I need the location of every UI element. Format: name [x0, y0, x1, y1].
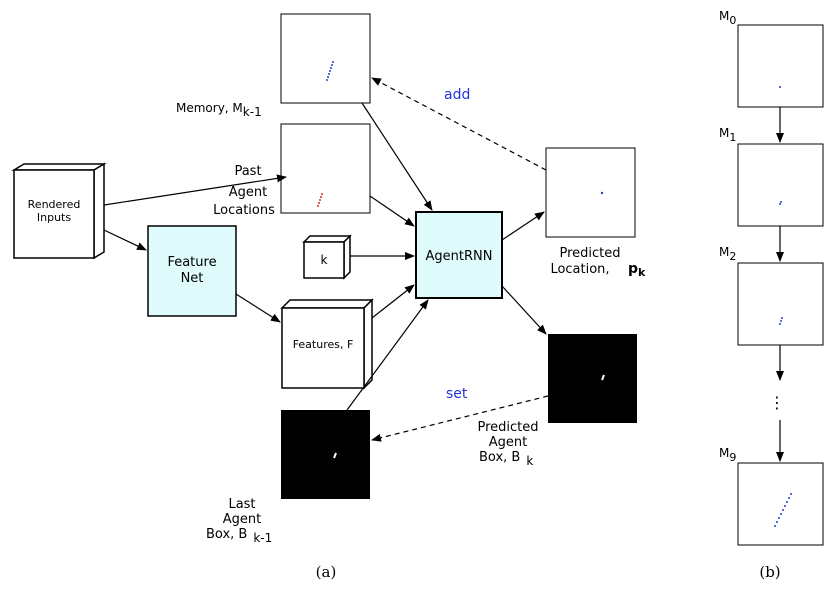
memory-m1: M1 — [719, 126, 824, 227]
arrow-lastbox-to-rnn — [346, 299, 429, 411]
m9-trail — [774, 493, 792, 527]
rendered-inputs-cube: Rendered Inputs — [11, 162, 107, 260]
m0-label: M0 — [719, 9, 736, 27]
feature-net-label-2: Net — [181, 271, 204, 286]
memory-m9: M9 — [719, 446, 824, 546]
predicted-location-symbol: pk — [628, 261, 646, 279]
m2-label: M2 — [719, 245, 736, 263]
arrow-features-to-rnn — [371, 284, 415, 319]
memory-m0: M0 — [719, 9, 824, 108]
set-label: set — [446, 386, 468, 402]
memory-label: Memory, Mk-1 — [176, 101, 262, 119]
past-locations-label-2: Agent — [229, 185, 267, 200]
features-label: Features, F — [293, 338, 354, 351]
panel-b-caption: (b) — [759, 563, 780, 581]
past-locations-trail — [317, 193, 323, 207]
past-locations-label-1: Past — [234, 164, 261, 179]
predicted-box-mark — [601, 374, 605, 381]
memory-panel: Memory, Mk-1 — [176, 13, 371, 119]
last-box-label-2: Agent — [223, 512, 261, 527]
memory-trail — [326, 61, 334, 81]
agent-rnn-box: AgentRNN — [415, 211, 503, 299]
agent-rnn-label: AgentRNN — [426, 249, 493, 264]
ellipsis: ⋮ — [769, 393, 785, 412]
features-cube: Features, F — [280, 298, 374, 390]
last-box-mark — [333, 452, 337, 459]
m1-label: M1 — [719, 126, 736, 144]
panel-a-caption: (a) — [316, 563, 337, 581]
past-locations-panel: Past Agent Locations — [213, 123, 371, 218]
arrow-inputs-to-featurenet — [103, 229, 147, 251]
past-locations-label-3: Locations — [213, 203, 275, 218]
predicted-box-label-2: Agent — [489, 435, 527, 450]
arrow-inputs-to-past — [103, 174, 287, 206]
feature-net-box: Feature Net — [147, 225, 237, 317]
arrow-featurenet-to-features — [235, 293, 281, 323]
arrow-memory-to-rnn — [361, 102, 433, 211]
last-box-label-1: Last — [228, 497, 255, 512]
predicted-location-dot — [600, 191, 604, 195]
panel-a-arrows — [103, 77, 549, 442]
memory-m2: M2 — [719, 245, 824, 346]
predicted-location-label-2: Location, — [550, 262, 609, 277]
k-cube-label: k — [321, 253, 328, 267]
arrow-add-dashed — [371, 77, 547, 171]
rendered-inputs-label-2: Inputs — [37, 211, 71, 224]
predicted-box-label-1: Predicted — [477, 420, 538, 435]
predicted-location-label-1: Predicted — [559, 246, 620, 261]
rendered-inputs-label-1: Rendered — [28, 198, 81, 211]
m9-label: M9 — [719, 446, 736, 464]
arrow-past-to-rnn — [369, 195, 415, 227]
feature-net-label-1: Feature — [167, 255, 216, 270]
arrow-set-dashed — [371, 395, 549, 442]
predicted-location-panel: Predicted Location, pk — [545, 147, 646, 279]
add-label: add — [444, 87, 470, 103]
arrow-rnn-to-location — [501, 211, 545, 241]
arrow-rnn-to-box — [501, 285, 547, 335]
k-cube: k — [302, 234, 352, 280]
